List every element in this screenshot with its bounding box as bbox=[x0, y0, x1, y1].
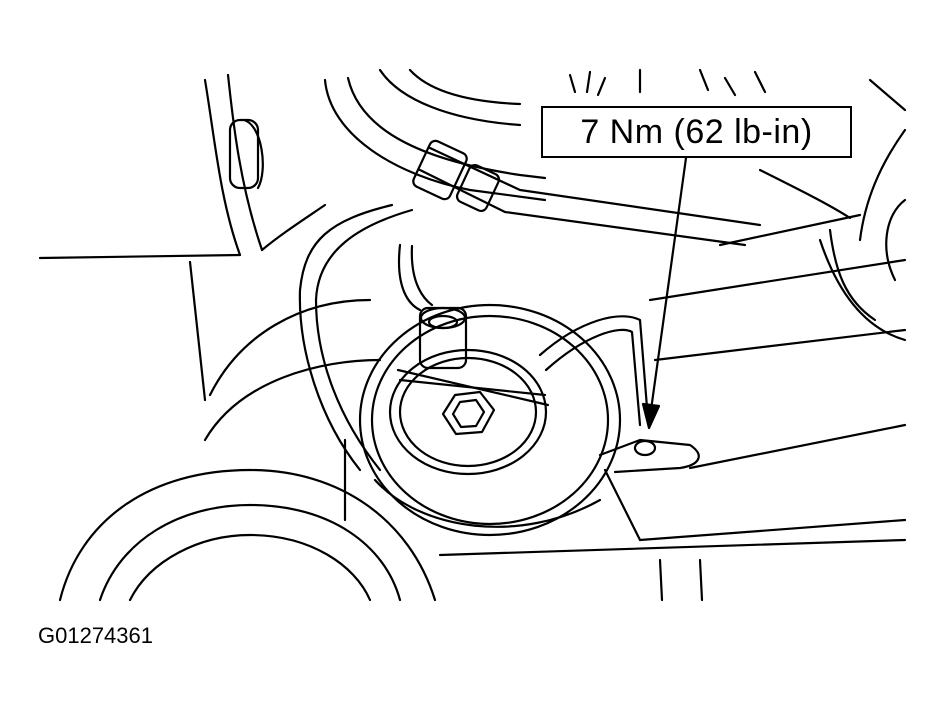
left-bracket-outline bbox=[38, 73, 327, 402]
torque-spec-text: 7 Nm (62 lb-in) bbox=[580, 112, 813, 151]
lower-pulley bbox=[58, 438, 907, 602]
torque-leader-arrow bbox=[641, 156, 688, 430]
torque-spec-callout: 7 Nm (62 lb-in) bbox=[541, 106, 852, 158]
figure-id-label: G01274361 bbox=[38, 623, 153, 648]
right-frame-outline bbox=[648, 128, 907, 362]
cap-nut bbox=[441, 390, 496, 436]
reservoir-body bbox=[203, 298, 622, 537]
mounting-tab bbox=[598, 423, 907, 542]
hose-routing bbox=[298, 139, 762, 472]
filler-neck bbox=[418, 306, 468, 370]
